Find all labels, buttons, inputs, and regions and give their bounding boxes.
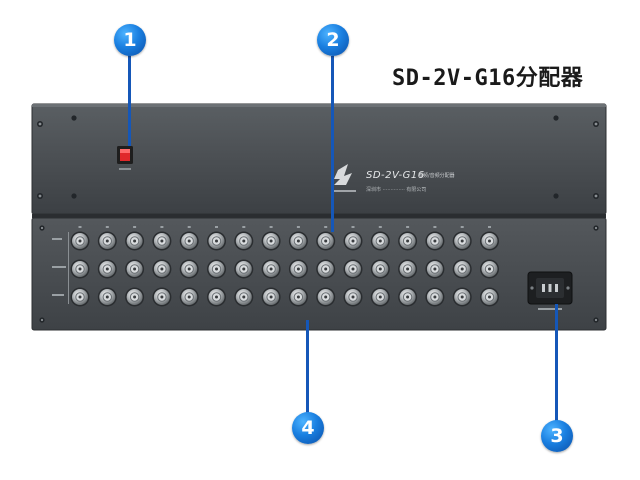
bnc-connector[interactable] bbox=[234, 259, 254, 279]
callout-1: 1 bbox=[114, 24, 146, 56]
connector-number-label bbox=[160, 226, 164, 228]
connector-number-label bbox=[269, 226, 273, 228]
bnc-connector[interactable] bbox=[179, 287, 199, 307]
bnc-connector[interactable] bbox=[70, 231, 90, 251]
model-label: SD-2V-G16 bbox=[366, 170, 425, 181]
connector-number-label bbox=[433, 226, 437, 228]
bnc-connector[interactable] bbox=[316, 287, 336, 307]
brand-logo bbox=[334, 164, 356, 192]
connector-number-label bbox=[105, 226, 109, 228]
callout-3-pointer bbox=[555, 304, 558, 422]
bnc-connector[interactable] bbox=[179, 259, 199, 279]
connector-number-label bbox=[378, 226, 382, 228]
bnc-connector[interactable] bbox=[179, 231, 199, 251]
connector-number-label bbox=[324, 226, 328, 228]
bnc-connector[interactable] bbox=[125, 231, 145, 251]
bnc-connector[interactable] bbox=[452, 231, 472, 251]
bnc-connector[interactable] bbox=[398, 259, 418, 279]
bnc-connector[interactable] bbox=[261, 287, 281, 307]
bnc-connector[interactable] bbox=[370, 259, 390, 279]
bnc-connector[interactable] bbox=[234, 287, 254, 307]
product-title: SD-2V-G16分配器 bbox=[392, 66, 584, 91]
bnc-connector[interactable] bbox=[125, 287, 145, 307]
bnc-connector[interactable] bbox=[97, 231, 117, 251]
bnc-connector[interactable] bbox=[452, 259, 472, 279]
bnc-connector[interactable] bbox=[398, 287, 418, 307]
bnc-connector[interactable] bbox=[425, 287, 445, 307]
bnc-connector[interactable] bbox=[316, 231, 336, 251]
callout-2: 2 bbox=[317, 24, 349, 56]
connector-number-label bbox=[460, 226, 464, 228]
connector-number-label bbox=[296, 226, 300, 228]
power-switch[interactable] bbox=[117, 146, 133, 170]
bnc-connector[interactable] bbox=[207, 259, 226, 279]
bnc-connector[interactable] bbox=[261, 231, 281, 251]
bnc-connector[interactable] bbox=[316, 259, 336, 279]
bnc-connector[interactable] bbox=[480, 287, 499, 307]
bnc-connector[interactable] bbox=[152, 231, 172, 251]
bnc-connector[interactable] bbox=[370, 231, 390, 251]
connector-number-label bbox=[78, 226, 82, 228]
bnc-connector[interactable] bbox=[207, 287, 226, 307]
connector-number-label bbox=[242, 226, 246, 228]
bnc-connector[interactable] bbox=[370, 287, 390, 307]
bnc-connector[interactable] bbox=[152, 259, 172, 279]
callout-2-pointer bbox=[331, 56, 334, 232]
callout-3: 3 bbox=[541, 420, 573, 452]
bnc-connector[interactable] bbox=[261, 259, 281, 279]
bnc-connector[interactable] bbox=[343, 259, 363, 279]
bnc-connector[interactable] bbox=[97, 287, 117, 307]
bnc-connector[interactable] bbox=[97, 259, 117, 279]
connector-number-label bbox=[488, 226, 491, 228]
bnc-connector[interactable] bbox=[425, 231, 445, 251]
connector-number-label bbox=[215, 226, 218, 228]
ac-power-inlet[interactable] bbox=[527, 271, 573, 310]
bnc-connector[interactable] bbox=[70, 259, 90, 279]
bnc-connector-grid bbox=[70, 226, 499, 307]
bnc-connector[interactable] bbox=[452, 287, 472, 307]
bnc-connector[interactable] bbox=[207, 231, 226, 251]
bnc-connector[interactable] bbox=[343, 287, 363, 307]
callout-4: 4 bbox=[292, 412, 324, 444]
bnc-connector[interactable] bbox=[125, 259, 145, 279]
bnc-connector[interactable] bbox=[425, 259, 445, 279]
company-line: 深圳市 ·············· 有限公司 bbox=[366, 187, 427, 193]
bnc-connector[interactable] bbox=[152, 287, 172, 307]
connector-number-label bbox=[406, 226, 410, 228]
model-subtitle: 视频/音频分配器 bbox=[418, 173, 455, 179]
bnc-connector[interactable] bbox=[343, 231, 363, 251]
bnc-connector[interactable] bbox=[70, 287, 90, 307]
callout-4-pointer bbox=[306, 320, 309, 414]
callout-1-pointer bbox=[128, 56, 131, 146]
bnc-connector[interactable] bbox=[480, 231, 499, 251]
bnc-connector[interactable] bbox=[398, 231, 418, 251]
bnc-connector[interactable] bbox=[288, 259, 308, 279]
front-panel bbox=[31, 103, 607, 215]
connector-number-label bbox=[351, 226, 355, 228]
connector-number-label bbox=[133, 226, 137, 228]
bnc-connector[interactable] bbox=[288, 287, 308, 307]
bnc-connector[interactable] bbox=[234, 231, 254, 251]
bnc-connector[interactable] bbox=[288, 231, 308, 251]
connector-number-label bbox=[187, 226, 191, 228]
bnc-connector[interactable] bbox=[480, 259, 499, 279]
